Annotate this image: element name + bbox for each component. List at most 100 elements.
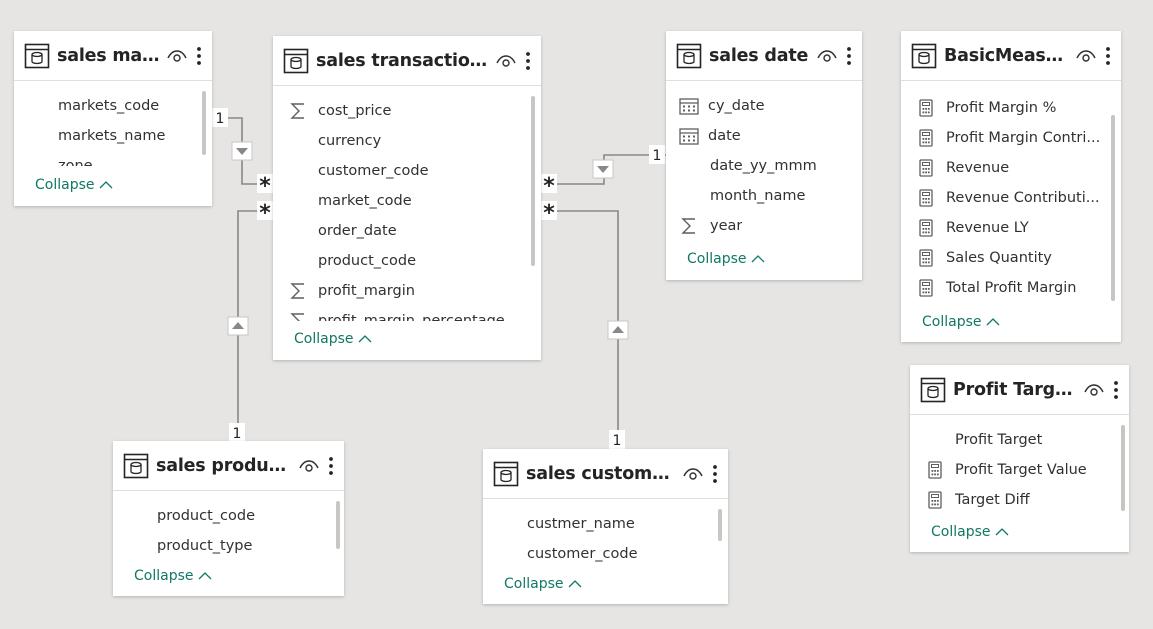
field-item[interactable]: cy_date: [666, 91, 848, 121]
scrollbar-thumb[interactable]: [336, 501, 340, 549]
field-item[interactable]: markets_code: [14, 91, 198, 121]
field-item[interactable]: Total Profit Margin: [901, 273, 1107, 303]
collapse-link[interactable]: Collapse: [294, 331, 372, 347]
field-label: cy_date: [708, 98, 765, 114]
field-item[interactable]: month_name: [666, 181, 848, 211]
field-item[interactable]: zone: [14, 151, 198, 166]
table-card-header[interactable]: sales date: [666, 31, 862, 81]
table-card-header[interactable]: sales mar...: [14, 31, 212, 81]
field-item[interactable]: Revenue: [901, 153, 1107, 183]
field-item[interactable]: year: [666, 211, 848, 241]
field-item[interactable]: product_code: [113, 501, 330, 531]
field-item[interactable]: market_code: [273, 186, 527, 216]
table-card-header[interactable]: sales customers: [483, 449, 728, 499]
field-list[interactable]: Profit Margin %Profit Margin Contri...Re…: [901, 93, 1107, 303]
field-icon-placeholder: [926, 431, 944, 449]
eye-icon[interactable]: [298, 455, 320, 477]
relationship-sales-customers[interactable]: 1*: [541, 201, 629, 449]
field-item[interactable]: profit_margin_percentage: [273, 306, 527, 321]
more-options-icon[interactable]: [324, 455, 338, 477]
field-item[interactable]: order_date: [273, 216, 527, 246]
collapse-link[interactable]: Collapse: [134, 568, 212, 584]
more-options-icon[interactable]: [1101, 45, 1115, 67]
field-label: Profit Target: [955, 432, 1043, 448]
more-options-icon[interactable]: [708, 463, 722, 485]
relationship-sales-markets[interactable]: 1*: [212, 108, 273, 199]
field-item[interactable]: product_code: [273, 246, 527, 276]
field-item[interactable]: Profit Target Value: [910, 455, 1115, 485]
scrollbar-thumb[interactable]: [1121, 425, 1125, 511]
collapse-link[interactable]: Collapse: [504, 576, 582, 592]
table-card-basic-measures[interactable]: BasicMeasur... Profit Margin %Profit Marg…: [901, 31, 1121, 342]
eye-icon[interactable]: [495, 50, 517, 72]
more-options-icon[interactable]: [1109, 379, 1123, 401]
sigma-icon: [289, 102, 307, 120]
field-item[interactable]: Sales Quantity: [901, 243, 1107, 273]
field-item[interactable]: profit_margin: [273, 276, 527, 306]
eye-icon[interactable]: [682, 463, 704, 485]
scrollbar-thumb[interactable]: [1111, 115, 1115, 301]
field-label: product_code: [318, 253, 416, 269]
field-icon-placeholder: [289, 162, 307, 180]
field-item[interactable]: Revenue Contributi...: [901, 183, 1107, 213]
field-item[interactable]: customer_code: [483, 539, 714, 569]
table-card-header[interactable]: Profit Target2: [910, 365, 1129, 415]
field-icon-placeholder: [289, 222, 307, 240]
eye-icon[interactable]: [1075, 45, 1097, 67]
field-item[interactable]: markets_name: [14, 121, 198, 151]
calendar-icon: [678, 127, 700, 145]
table-card-header[interactable]: BasicMeasur...: [901, 31, 1121, 81]
field-icon-placeholder: [289, 132, 307, 150]
table-title: BasicMeasur...: [944, 45, 1069, 66]
relationship-sales-products[interactable]: 1*: [227, 201, 273, 442]
field-item[interactable]: cost_price: [273, 96, 527, 126]
collapse-link[interactable]: Collapse: [35, 177, 113, 193]
field-item[interactable]: customer_code: [273, 156, 527, 186]
field-item[interactable]: date_yy_mmm: [666, 151, 848, 181]
filter-direction-down-icon: [592, 159, 614, 179]
eye-icon[interactable]: [166, 45, 188, 67]
field-item[interactable]: custmer_name: [483, 509, 714, 539]
field-item[interactable]: Profit Target: [910, 425, 1115, 455]
field-item[interactable]: date: [666, 121, 848, 151]
field-item[interactable]: Profit Margin Contri...: [901, 123, 1107, 153]
table-icon: [123, 453, 156, 479]
chevron-up-icon: [564, 579, 582, 589]
table-card-header[interactable]: sales products: [113, 441, 344, 491]
relationship-line[interactable]: [541, 210, 619, 449]
scrollbar-thumb[interactable]: [531, 96, 535, 266]
field-item[interactable]: Profit Margin %: [901, 93, 1107, 123]
chevron-up-icon: [747, 254, 765, 264]
more-options-icon[interactable]: [521, 50, 535, 72]
collapse-link[interactable]: Collapse: [687, 251, 765, 267]
collapse-link[interactable]: Collapse: [922, 314, 1000, 330]
field-item[interactable]: currency: [273, 126, 527, 156]
more-options-icon[interactable]: [192, 45, 206, 67]
collapse-link[interactable]: Collapse: [931, 524, 1009, 540]
scrollbar-thumb[interactable]: [718, 509, 722, 541]
field-item[interactable]: product_type: [113, 531, 330, 561]
cardinality-many-bg: [541, 174, 557, 193]
field-item[interactable]: Revenue LY: [901, 213, 1107, 243]
scrollbar-thumb[interactable]: [202, 91, 206, 155]
eye-icon[interactable]: [816, 45, 838, 67]
field-item[interactable]: Target Diff: [910, 485, 1115, 515]
field-label: markets_code: [58, 98, 160, 114]
table-card-header[interactable]: sales transactions: [273, 36, 541, 86]
relationship-sales-date[interactable]: 1*: [541, 145, 666, 199]
eye-icon[interactable]: [1083, 379, 1105, 401]
more-options-icon[interactable]: [842, 45, 856, 67]
